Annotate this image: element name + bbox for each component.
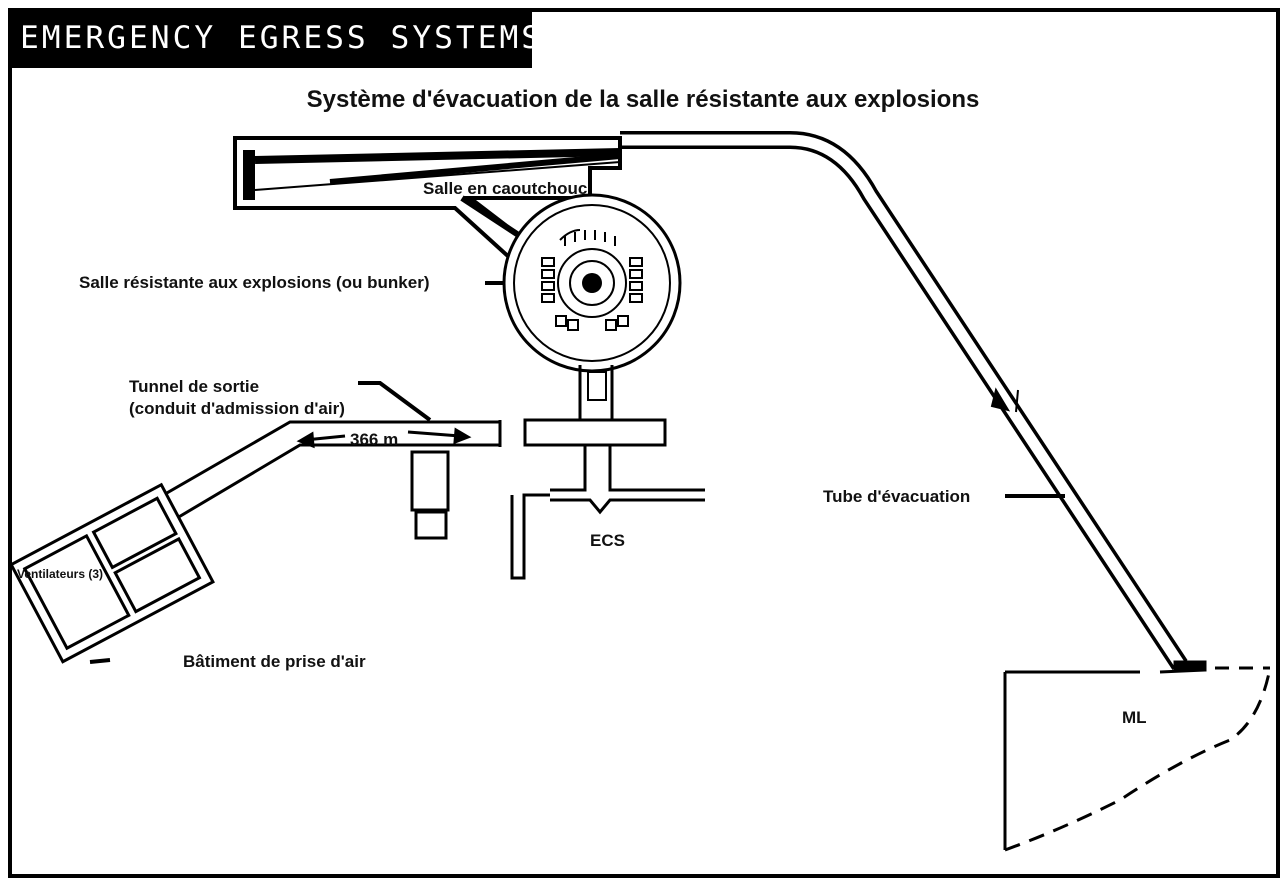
header-banner: EMERGENCY EGRESS SYSTEMS <box>8 8 532 68</box>
label-tunnel-line1: Tunnel de sortie <box>129 377 260 396</box>
diagram-title: Système d'évacuation de la salle résista… <box>306 86 980 113</box>
label-ml: ML <box>1122 708 1147 727</box>
tube-arrow <box>990 387 1019 413</box>
ml-facility <box>1003 660 1272 852</box>
vertical-shaft <box>510 365 705 580</box>
label-distance: 366 m <box>350 430 399 449</box>
exit-tunnel <box>119 420 502 542</box>
label-intake-building: Bâtiment de prise d'air <box>183 652 366 671</box>
tunnel-pointer <box>358 381 432 422</box>
label-blast-room: Salle résistante aux explosions (ou bunk… <box>79 273 430 292</box>
upper-chamber <box>233 136 622 261</box>
rubber-room-pointer <box>460 195 522 239</box>
label-escape-tube: Tube d'évacuation <box>823 487 971 506</box>
label-fans: Ventilateurs (3) <box>17 567 104 581</box>
label-rubber-room: Salle en caoutchouc <box>423 179 588 198</box>
distance-arrow <box>296 427 472 449</box>
escape-tube <box>620 131 1188 670</box>
label-ecs: ECS <box>590 531 625 550</box>
egress-diagram <box>9 131 1272 852</box>
blast-room <box>502 193 682 373</box>
side-structure <box>410 450 450 540</box>
intake-pointer <box>89 658 111 664</box>
bunks <box>541 229 643 331</box>
intake-building <box>9 482 215 664</box>
label-tunnel-line2: (conduit d'admission d'air) <box>129 399 345 418</box>
